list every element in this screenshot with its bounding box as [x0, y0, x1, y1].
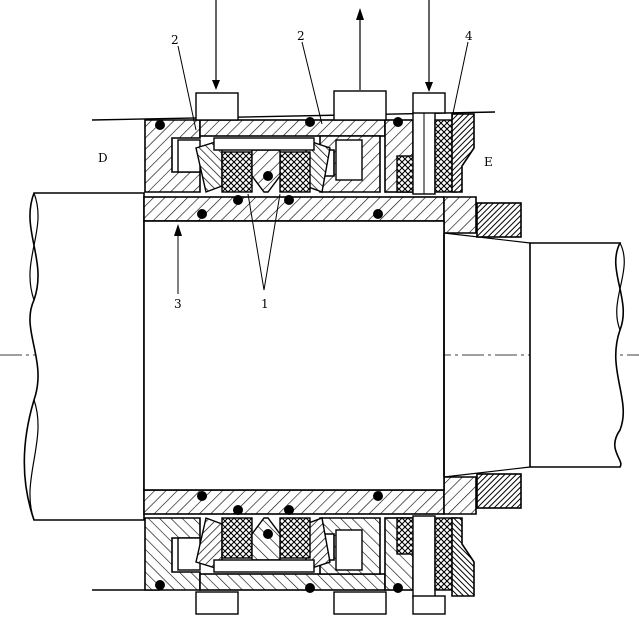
- labels: 2 2 4 D E 3 1: [98, 29, 493, 311]
- left-shaft: [23, 192, 145, 521]
- right-shaft: [529, 242, 625, 468]
- label-part-4: 4: [465, 29, 473, 43]
- label-side-d: D: [98, 151, 108, 165]
- leader-lines: [174, 41, 469, 294]
- upper-housing: [91, 111, 496, 219]
- label-part-2-right: 2: [297, 29, 305, 43]
- label-part-3: 3: [174, 297, 182, 311]
- upper-ports: [195, 0, 446, 121]
- label-side-e: E: [484, 155, 493, 169]
- label-part-2-left: 2: [171, 33, 179, 47]
- shaft-sleeve: [143, 196, 531, 515]
- lock-collar: [476, 202, 522, 509]
- label-part-1: 1: [261, 297, 269, 311]
- lower-ports: [195, 591, 446, 615]
- lower-housing: [92, 491, 475, 599]
